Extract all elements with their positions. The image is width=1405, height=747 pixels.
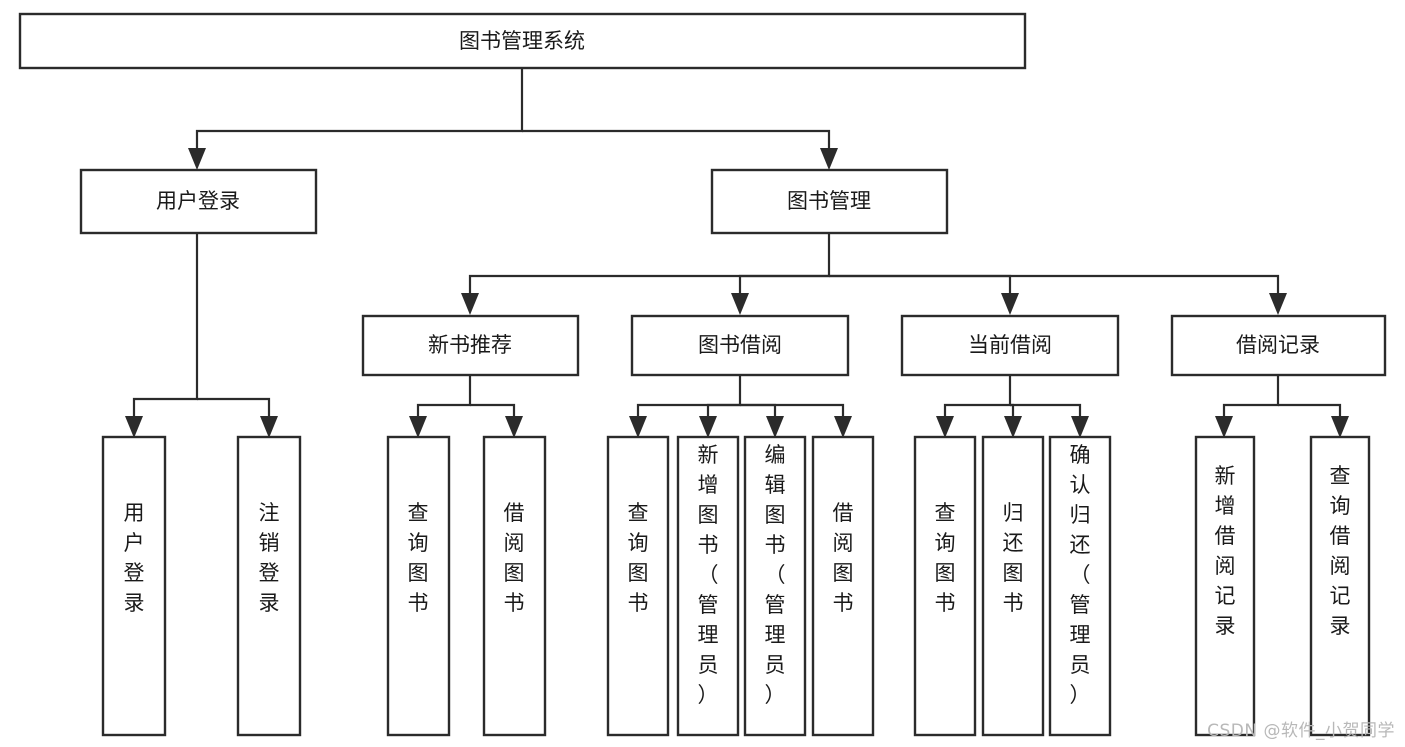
connector-userlogin-to-leaves bbox=[125, 233, 278, 438]
node-leaf-query-book-1[interactable]: 查询图书 bbox=[386, 435, 451, 737]
node-leaf-borrow-book-1-label: 借阅图书 bbox=[504, 501, 525, 615]
node-leaf-logout-login[interactable]: 注销登录 bbox=[236, 435, 302, 737]
node-root-system[interactable]: 图书管理系统 bbox=[18, 12, 1027, 70]
node-user-login-label: 用户登录 bbox=[156, 189, 240, 213]
node-leaf-confirm-return[interactable]: 确认归还（管理员） bbox=[1048, 435, 1112, 737]
connector-borrowrecord-to-leaves bbox=[1215, 376, 1349, 438]
node-leaf-add-record-label: 新增借阅记录 bbox=[1215, 464, 1236, 638]
node-leaf-query-book-2[interactable]: 查询图书 bbox=[606, 435, 670, 737]
node-leaf-borrow-book-2-label: 借阅图书 bbox=[833, 501, 854, 615]
node-new-book-recommend[interactable]: 新书推荐 bbox=[361, 314, 580, 377]
node-leaf-logout-login-label: 注销登录 bbox=[259, 501, 280, 615]
node-user-login[interactable]: 用户登录 bbox=[79, 168, 318, 235]
node-borrow-record[interactable]: 借阅记录 bbox=[1170, 314, 1387, 377]
connector-currentborrow-to-leaves bbox=[936, 376, 1089, 438]
node-book-borrow[interactable]: 图书借阅 bbox=[630, 314, 850, 377]
node-leaf-add-book-label: 新增图书（管理员） bbox=[698, 443, 719, 707]
node-leaf-user-login-label: 用户登录 bbox=[124, 501, 145, 615]
node-new-book-recommend-label: 新书推荐 bbox=[428, 333, 512, 357]
node-leaf-confirm-return-label: 确认归还（管理员） bbox=[1070, 443, 1091, 707]
node-borrow-record-label: 借阅记录 bbox=[1236, 333, 1320, 357]
node-leaf-borrow-book-2[interactable]: 借阅图书 bbox=[811, 435, 875, 737]
node-leaf-query-book-1-label: 查询图书 bbox=[408, 501, 429, 615]
node-leaf-add-record[interactable]: 新增借阅记录 bbox=[1194, 435, 1256, 737]
node-leaf-borrow-book-1[interactable]: 借阅图书 bbox=[482, 435, 547, 737]
node-root-system-label: 图书管理系统 bbox=[459, 29, 585, 53]
connector-bookborrow-to-leaves bbox=[629, 376, 852, 438]
node-leaf-edit-book[interactable]: 编辑图书（管理员） bbox=[743, 435, 807, 737]
node-leaf-return-book[interactable]: 归还图书 bbox=[981, 435, 1045, 737]
node-leaf-query-record-label: 查询借阅记录 bbox=[1330, 464, 1351, 638]
node-book-borrow-label: 图书借阅 bbox=[698, 333, 782, 357]
csdn-watermark: CSDN @软件_小贺同学 bbox=[1207, 721, 1395, 741]
connector-newbook-to-leaves bbox=[409, 376, 523, 438]
node-book-manage[interactable]: 图书管理 bbox=[710, 168, 949, 235]
node-leaf-query-book-2-label: 查询图书 bbox=[628, 501, 649, 615]
node-book-manage-label: 图书管理 bbox=[787, 189, 871, 213]
node-leaf-query-record[interactable]: 查询借阅记录 bbox=[1309, 435, 1371, 737]
connector-root-to-level2 bbox=[188, 68, 838, 170]
node-current-borrow-label: 当前借阅 bbox=[968, 333, 1052, 357]
node-leaf-return-book-label: 归还图书 bbox=[1003, 501, 1024, 615]
node-current-borrow[interactable]: 当前借阅 bbox=[900, 314, 1120, 377]
node-leaf-query-book-3[interactable]: 查询图书 bbox=[913, 435, 977, 737]
node-leaf-query-book-3-label: 查询图书 bbox=[935, 501, 956, 615]
node-leaf-add-book[interactable]: 新增图书（管理员） bbox=[676, 435, 740, 737]
connector-bookmanage-to-level3 bbox=[461, 233, 1287, 315]
node-leaf-user-login[interactable]: 用户登录 bbox=[101, 435, 167, 737]
node-leaf-edit-book-label: 编辑图书（管理员） bbox=[765, 443, 786, 707]
